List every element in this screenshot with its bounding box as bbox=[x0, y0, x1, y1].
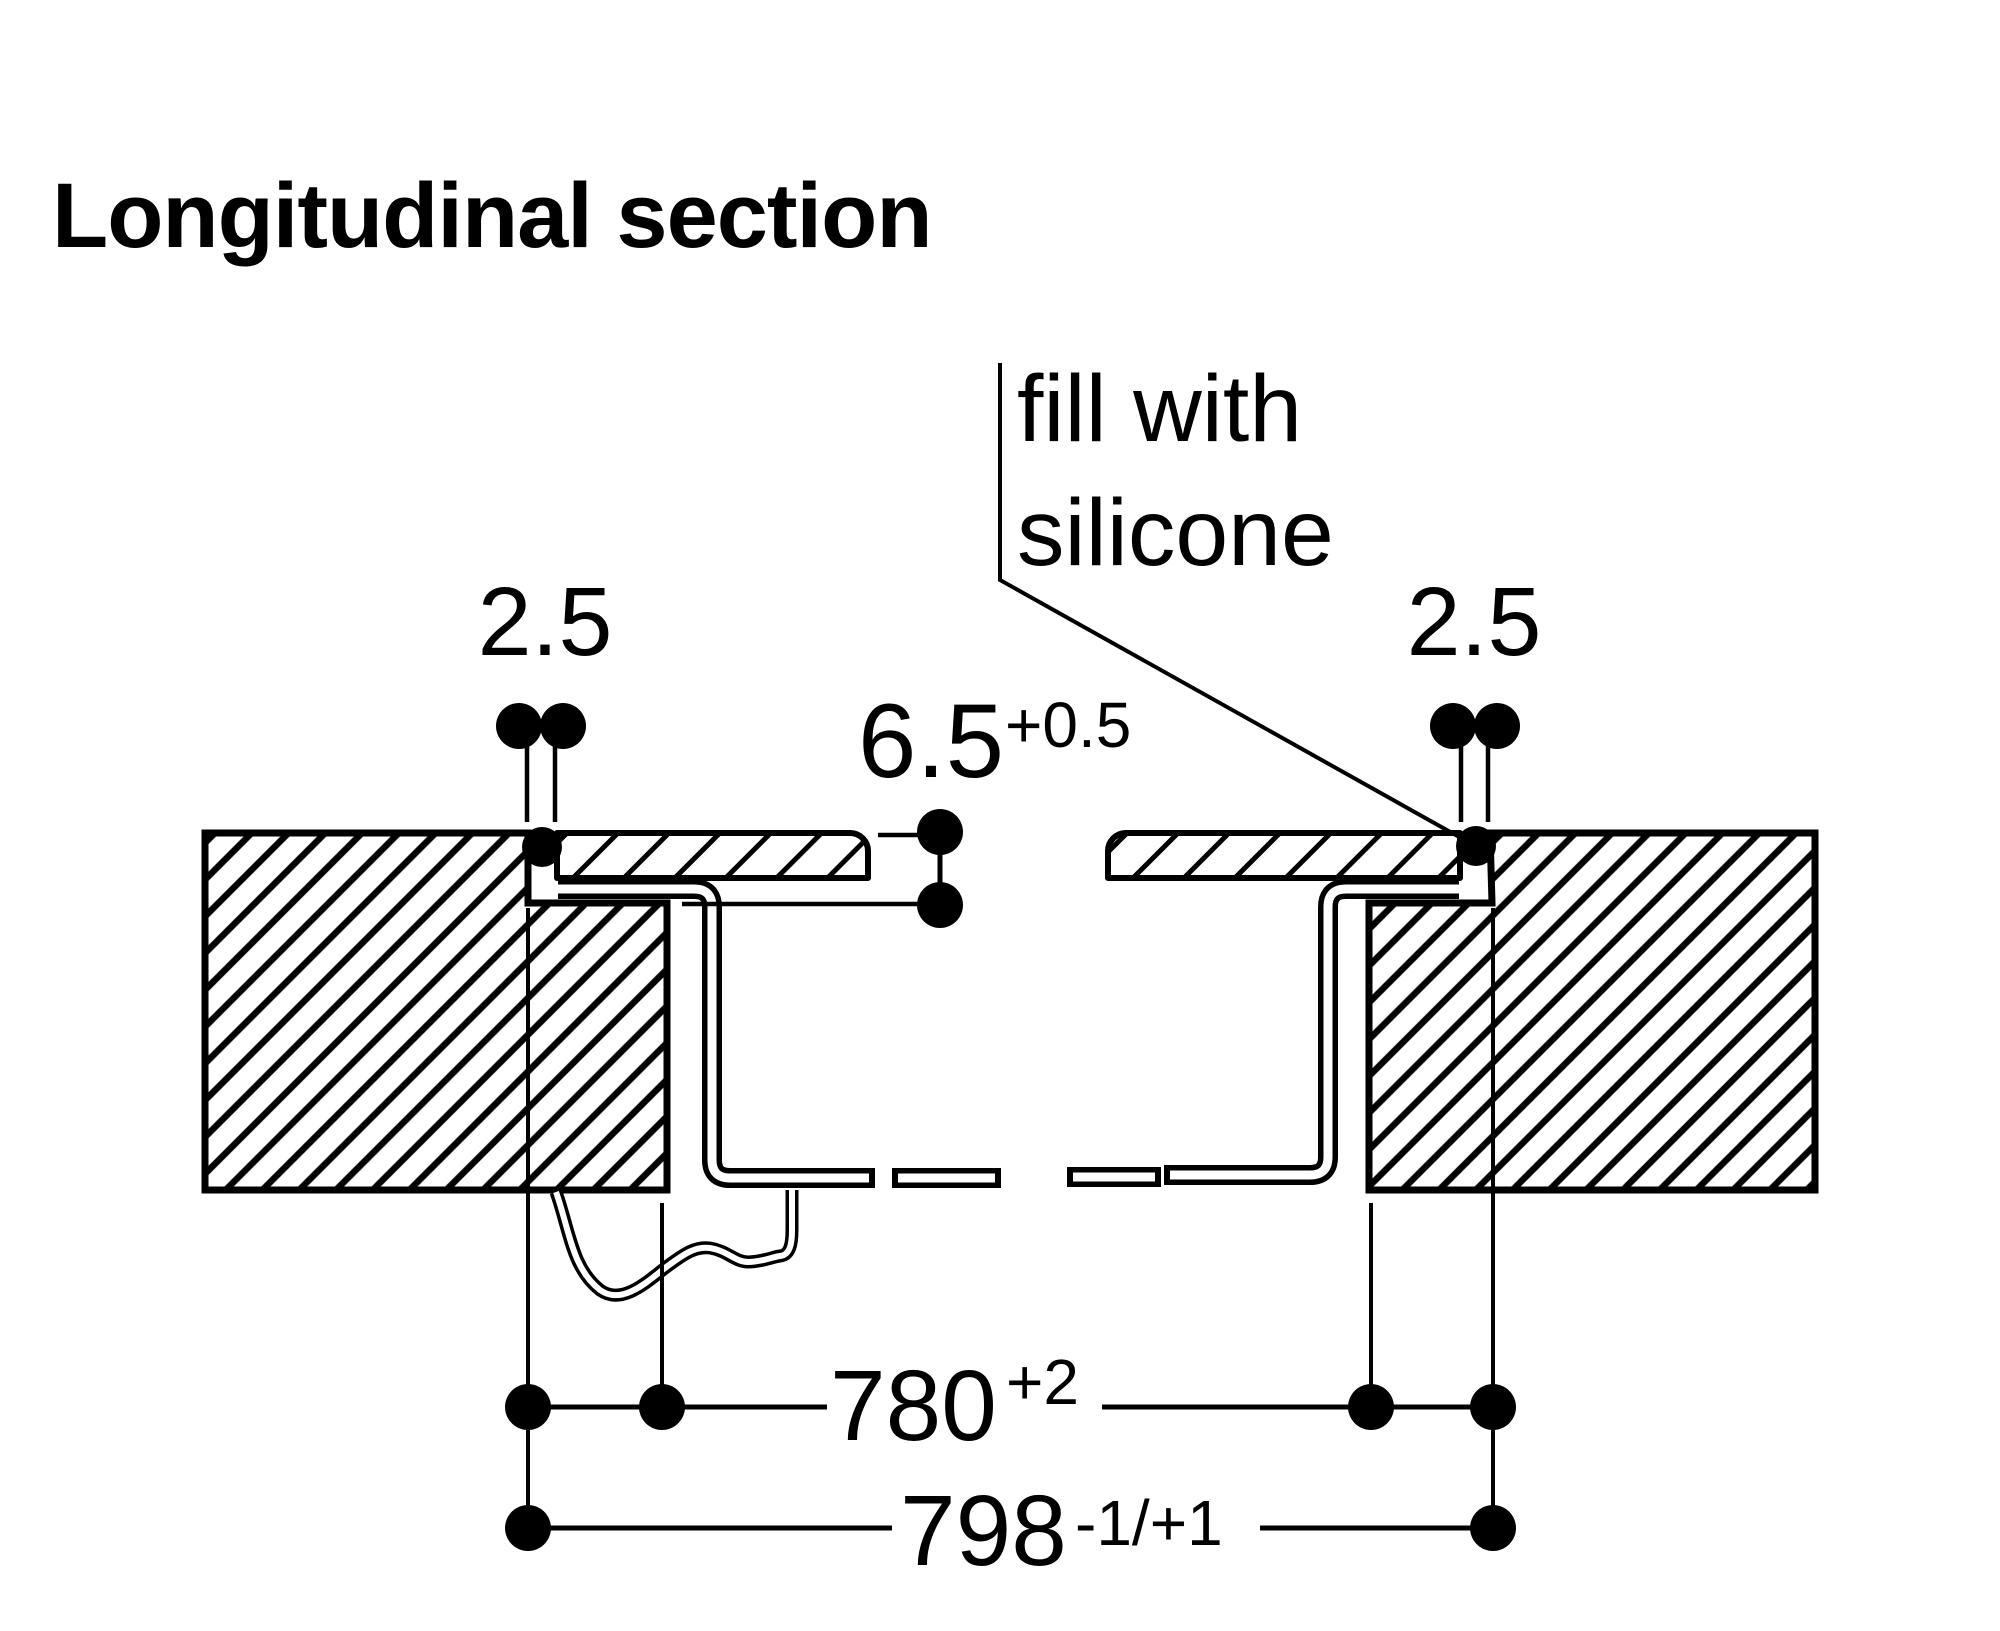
appliance-body bbox=[558, 879, 1459, 1188]
dimension-cutout-width-tolerance: +2 bbox=[1006, 1346, 1079, 1418]
dimension-recess-depth: 6.5 +0.5 bbox=[682, 683, 1131, 928]
dimension-gap-left-value: 2.5 bbox=[478, 567, 613, 676]
metal-tray-right-inner bbox=[1167, 884, 1459, 1180]
dim-dot bbox=[540, 703, 586, 749]
dim-dot bbox=[1348, 1384, 1394, 1430]
dim-dot bbox=[496, 703, 542, 749]
dimension-recess-depth-tolerance: +0.5 bbox=[1005, 689, 1131, 761]
silicone-label-line2: silicone bbox=[1017, 480, 1334, 586]
mains-cable-inner bbox=[553, 1190, 795, 1299]
dim-dot bbox=[917, 882, 963, 928]
dimension-cutout-width-value: 780 bbox=[830, 1350, 997, 1462]
dim-dot bbox=[505, 1505, 551, 1551]
dimension-glass-width-tolerance: -1/+1 bbox=[1075, 1487, 1223, 1559]
dimension-glass-width: 798 -1/+1 bbox=[505, 1407, 1516, 1587]
page-title: Longitudinal section bbox=[52, 165, 932, 267]
dimension-recess-depth-value: 6.5 bbox=[858, 683, 1004, 800]
dim-dot bbox=[1430, 703, 1476, 749]
silicone-label-line1: fill with bbox=[1017, 356, 1302, 462]
glass-ceramic-right bbox=[1105, 830, 1463, 881]
glass-ceramic-left bbox=[554, 830, 871, 881]
dim-dot bbox=[639, 1384, 685, 1430]
metal-tray-left-inner bbox=[558, 884, 872, 1183]
dim-dot bbox=[1470, 1505, 1516, 1551]
silicone-joint-dot-left bbox=[522, 827, 562, 867]
silicone-leader-line bbox=[998, 363, 1471, 845]
dimension-cutout-width: 780 +2 bbox=[505, 1346, 1516, 1462]
dimension-glass-width-value: 798 bbox=[900, 1475, 1067, 1587]
dimension-gap-right-value: 2.5 bbox=[1407, 567, 1542, 676]
dim-dot bbox=[917, 809, 963, 855]
silicone-joint-dot-right bbox=[1456, 826, 1496, 866]
dimension-gap-right: 2.5 bbox=[1407, 567, 1542, 822]
dim-dot bbox=[1474, 703, 1520, 749]
dimension-gap-left: 2.5 bbox=[478, 567, 613, 822]
